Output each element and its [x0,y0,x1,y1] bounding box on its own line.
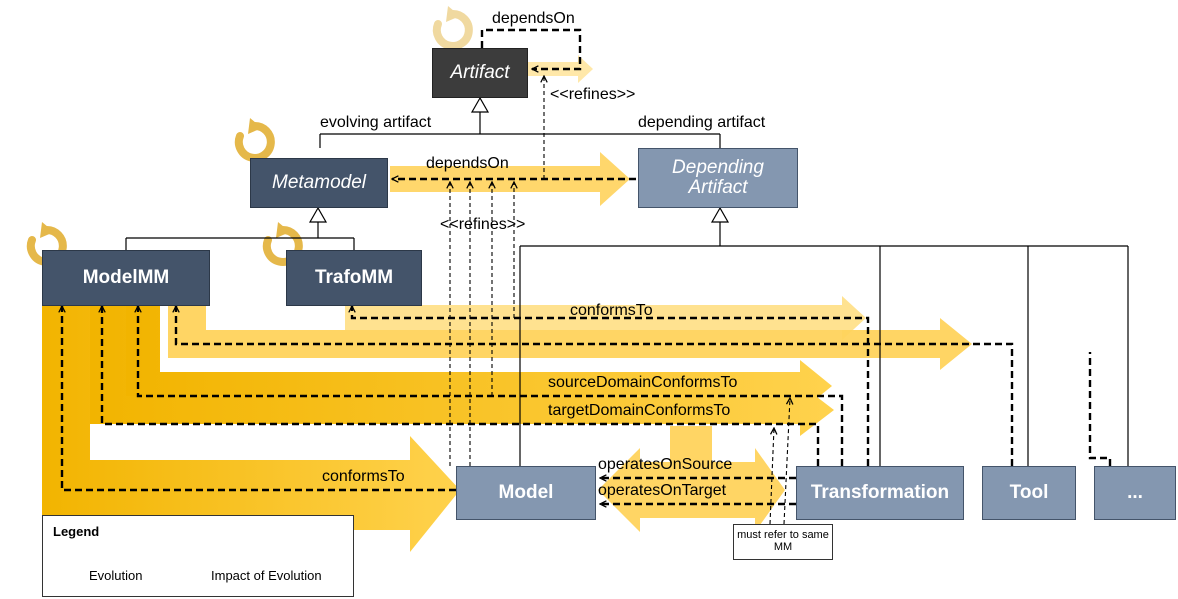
label-source-domain: sourceDomainConformsTo [548,374,738,391]
node-tool[interactable]: Tool [982,466,1076,520]
label-evolving-artifact: evolving artifact [320,114,432,131]
evolution-icon-metamodel-head [248,118,262,134]
node-modelmm[interactable]: ModelMM [42,250,210,306]
generalization-lines [125,112,1129,466]
impact-arrow-target [90,306,834,436]
legend-evolution-label: Evolution [89,568,143,583]
label-depends-on-top: dependsOn [492,10,575,27]
node-model[interactable]: Model [456,466,596,520]
evolution-icons [26,6,473,266]
depends-on-lines [62,28,1112,504]
node-metamodel-label: Metamodel [272,172,366,193]
node-depending-artifact[interactable]: Depending Artifact [638,148,798,208]
refines-lines [450,76,790,525]
generalization-heads [308,96,730,223]
evolution-icon-artifact [432,10,473,50]
node-metamodel[interactable]: Metamodel [250,158,388,208]
node-trafomm-label: TrafoMM [314,267,394,288]
legend: Legend Evolution Impact of Evolution [42,515,354,597]
node-modelmm-label: ModelMM [82,267,170,288]
artifact-self-dependency [480,28,582,69]
evolution-icon-modelmm-head [40,222,54,238]
node-artifact-label: Artifact [450,62,510,83]
label-target-domain: targetDomainConformsTo [548,402,731,419]
node-artifact[interactable]: Artifact [432,48,528,98]
label-refines-mid: <<refines>> [440,216,526,233]
tool-conforms-to [176,306,1014,466]
evolution-icon-artifact-head [446,6,460,22]
label-depends-on-mid: dependsOn [426,155,509,172]
node-transformation[interactable]: Transformation [796,466,964,520]
target-domain-conforms-to [102,306,820,466]
node-more-label: ... [1127,482,1143,503]
ellipsis-conforms-to [1088,352,1112,466]
node-depending-artifact-label: Depending Artifact [672,157,764,198]
legend-title: Legend [53,524,100,539]
label-depending-artifact-role: depending artifact [638,114,766,131]
impact-arrow-modelmm-tool [168,306,972,370]
source-domain-conforms-to [138,306,844,466]
node-tool-label: Tool [1009,482,1049,503]
label-operates-on-source: operatesOnSource [598,456,733,473]
constraint-note: must refer to same MM [733,524,833,560]
node-more[interactable]: ... [1094,466,1176,520]
label-conforms-to-trafo: conformsTo [570,302,653,319]
evolution-icon-metamodel [234,122,275,162]
label-refines-top: <<refines>> [550,86,636,103]
label-operates-on-target: operatesOnTarget [598,482,727,499]
impact-arrow-artifact [528,55,593,83]
node-model-label: Model [498,482,554,503]
label-conforms-to-model: conformsTo [322,468,405,485]
impact-arrow-source [126,306,832,412]
node-transformation-label: Transformation [810,482,950,503]
node-trafomm[interactable]: TrafoMM [286,250,422,306]
legend-impact-label: Impact of Evolution [211,568,322,583]
constraint-note-text: must refer to same MM [737,529,829,553]
evolution-icon-trafomm-head [276,222,290,238]
